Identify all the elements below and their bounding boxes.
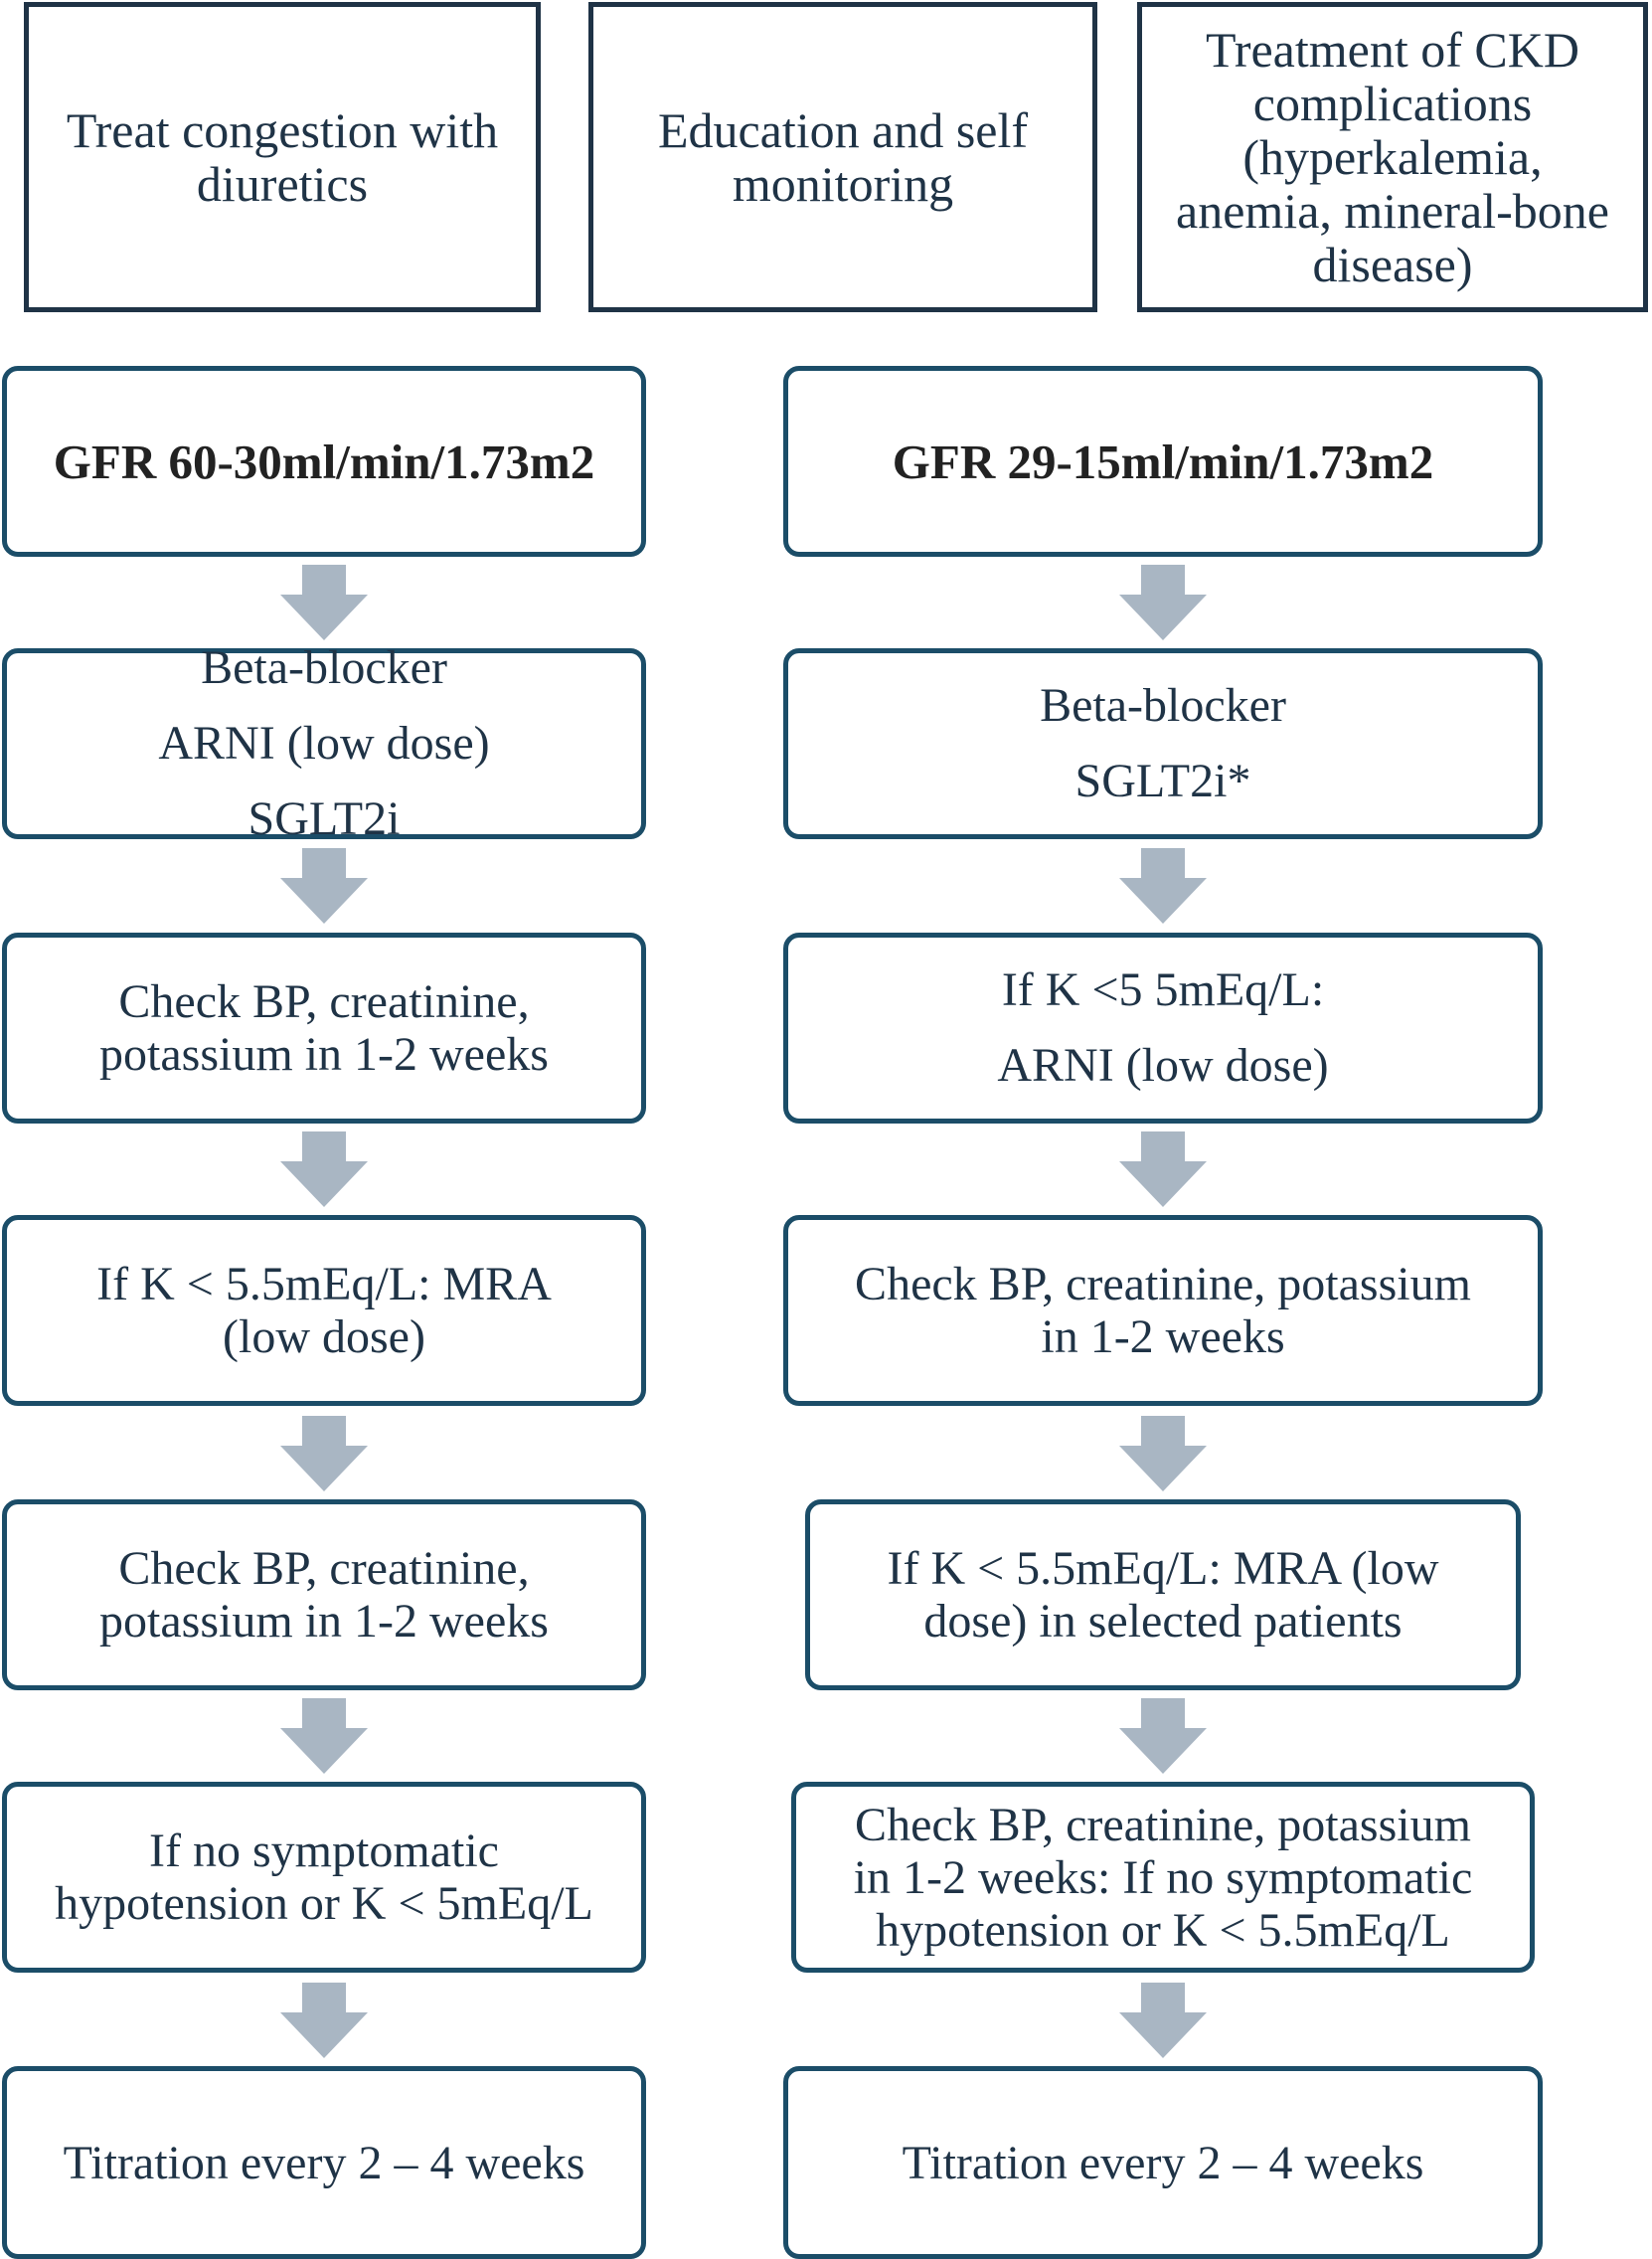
- top-box-line: disease): [1312, 237, 1473, 292]
- down-arrow-icon: [280, 1416, 368, 1491]
- down-arrow-icon: [280, 1983, 368, 2058]
- right-step-1: Beta-blocker SGLT2i*: [783, 648, 1543, 839]
- down-arrow-icon: [1119, 1416, 1207, 1491]
- down-arrow-icon: [1119, 1131, 1207, 1207]
- right-step-line: dose) in selected patients: [923, 1595, 1403, 1648]
- right-step-4: If K < 5.5mEq/L: MRA (low dose) in selec…: [805, 1499, 1521, 1690]
- right-step-2: If K <5 5mEq/L: ARNI (low dose): [783, 933, 1543, 1124]
- left-step-line: Check BP, creatinine,: [118, 1542, 530, 1595]
- down-arrow-icon: [1119, 1698, 1207, 1774]
- top-box-education: Education and self monitoring: [588, 2, 1097, 312]
- left-step-line: Titration every 2 – 4 weeks: [63, 2136, 585, 2189]
- down-arrow-icon: [280, 1131, 368, 1207]
- left-step-line: potassium in 1-2 weeks: [99, 1028, 549, 1081]
- right-step-3: Check BP, creatinine, potassium in 1-2 w…: [783, 1215, 1543, 1406]
- top-box-line: complications: [1252, 76, 1533, 131]
- left-header-gfr: GFR 60-30ml/min/1.73m2: [2, 366, 646, 557]
- left-step-2: Check BP, creatinine, potassium in 1-2 w…: [2, 933, 646, 1124]
- left-step-line: hypotension or K < 5mEq/L: [55, 1877, 593, 1930]
- left-step-4: Check BP, creatinine, potassium in 1-2 w…: [2, 1499, 646, 1690]
- down-arrow-icon: [1119, 848, 1207, 924]
- right-step-6: Titration every 2 – 4 weeks: [783, 2066, 1543, 2259]
- right-step-line: Beta-blocker: [1040, 679, 1286, 732]
- right-header-label: GFR 29-15ml/min/1.73m2: [892, 434, 1434, 489]
- top-box-line: Treat congestion with: [66, 102, 499, 158]
- right-step-line: SGLT2i*: [1074, 755, 1251, 807]
- right-step-5: Check BP, creatinine, potassium in 1-2 w…: [791, 1782, 1535, 1973]
- left-step-line: If no symptomatic: [149, 1825, 499, 1877]
- right-step-line: ARNI (low dose): [997, 1039, 1329, 1092]
- left-step-3: If K < 5.5mEq/L: MRA (low dose): [2, 1215, 646, 1406]
- down-arrow-icon: [280, 848, 368, 924]
- top-box-ckd-complications: Treatment of CKD complications (hyperkal…: [1137, 2, 1648, 312]
- top-box-line: (hyperkalemia,: [1242, 129, 1543, 185]
- left-step-line: If K < 5.5mEq/L: MRA: [96, 1258, 552, 1310]
- right-step-line: If K <5 5mEq/L:: [1001, 963, 1325, 1016]
- right-step-line: If K < 5.5mEq/L: MRA (low: [887, 1542, 1439, 1595]
- right-header-gfr: GFR 29-15ml/min/1.73m2: [783, 366, 1543, 557]
- left-step-line: SGLT2i: [248, 792, 401, 845]
- left-header-label: GFR 60-30ml/min/1.73m2: [53, 434, 595, 489]
- right-step-line: in 1-2 weeks: [1041, 1310, 1285, 1363]
- down-arrow-icon: [280, 1698, 368, 1774]
- left-step-5: If no symptomatic hypotension or K < 5mE…: [2, 1782, 646, 1973]
- top-box-line: Education and self: [657, 102, 1029, 158]
- left-step-line: ARNI (low dose): [158, 717, 490, 770]
- top-box-line: anemia, mineral-bone: [1176, 183, 1609, 239]
- left-step-line: Beta-blocker: [201, 641, 447, 694]
- right-step-line: Check BP, creatinine, potassium: [855, 1258, 1471, 1310]
- right-step-line: in 1-2 weeks: If no symptomatic: [853, 1850, 1473, 1904]
- top-box-line: monitoring: [732, 156, 954, 212]
- left-step-6: Titration every 2 – 4 weeks: [2, 2066, 646, 2259]
- right-step-line: Check BP, creatinine, potassium: [855, 1798, 1471, 1851]
- right-step-line: Titration every 2 – 4 weeks: [902, 2136, 1424, 2189]
- down-arrow-icon: [280, 565, 368, 640]
- down-arrow-icon: [1119, 565, 1207, 640]
- left-step-line: potassium in 1-2 weeks: [99, 1595, 549, 1648]
- left-step-1: Beta-blocker ARNI (low dose) SGLT2i: [2, 641, 646, 845]
- right-step-line: hypotension or K < 5.5mEq/L: [876, 1903, 1450, 1957]
- left-step-line: (low dose): [223, 1310, 425, 1363]
- top-box-congestion: Treat congestion with diuretics: [24, 2, 541, 312]
- left-step-line: Check BP, creatinine,: [118, 975, 530, 1028]
- top-box-line: Treatment of CKD: [1206, 22, 1579, 78]
- top-box-line: diuretics: [196, 156, 369, 212]
- down-arrow-icon: [1119, 1983, 1207, 2058]
